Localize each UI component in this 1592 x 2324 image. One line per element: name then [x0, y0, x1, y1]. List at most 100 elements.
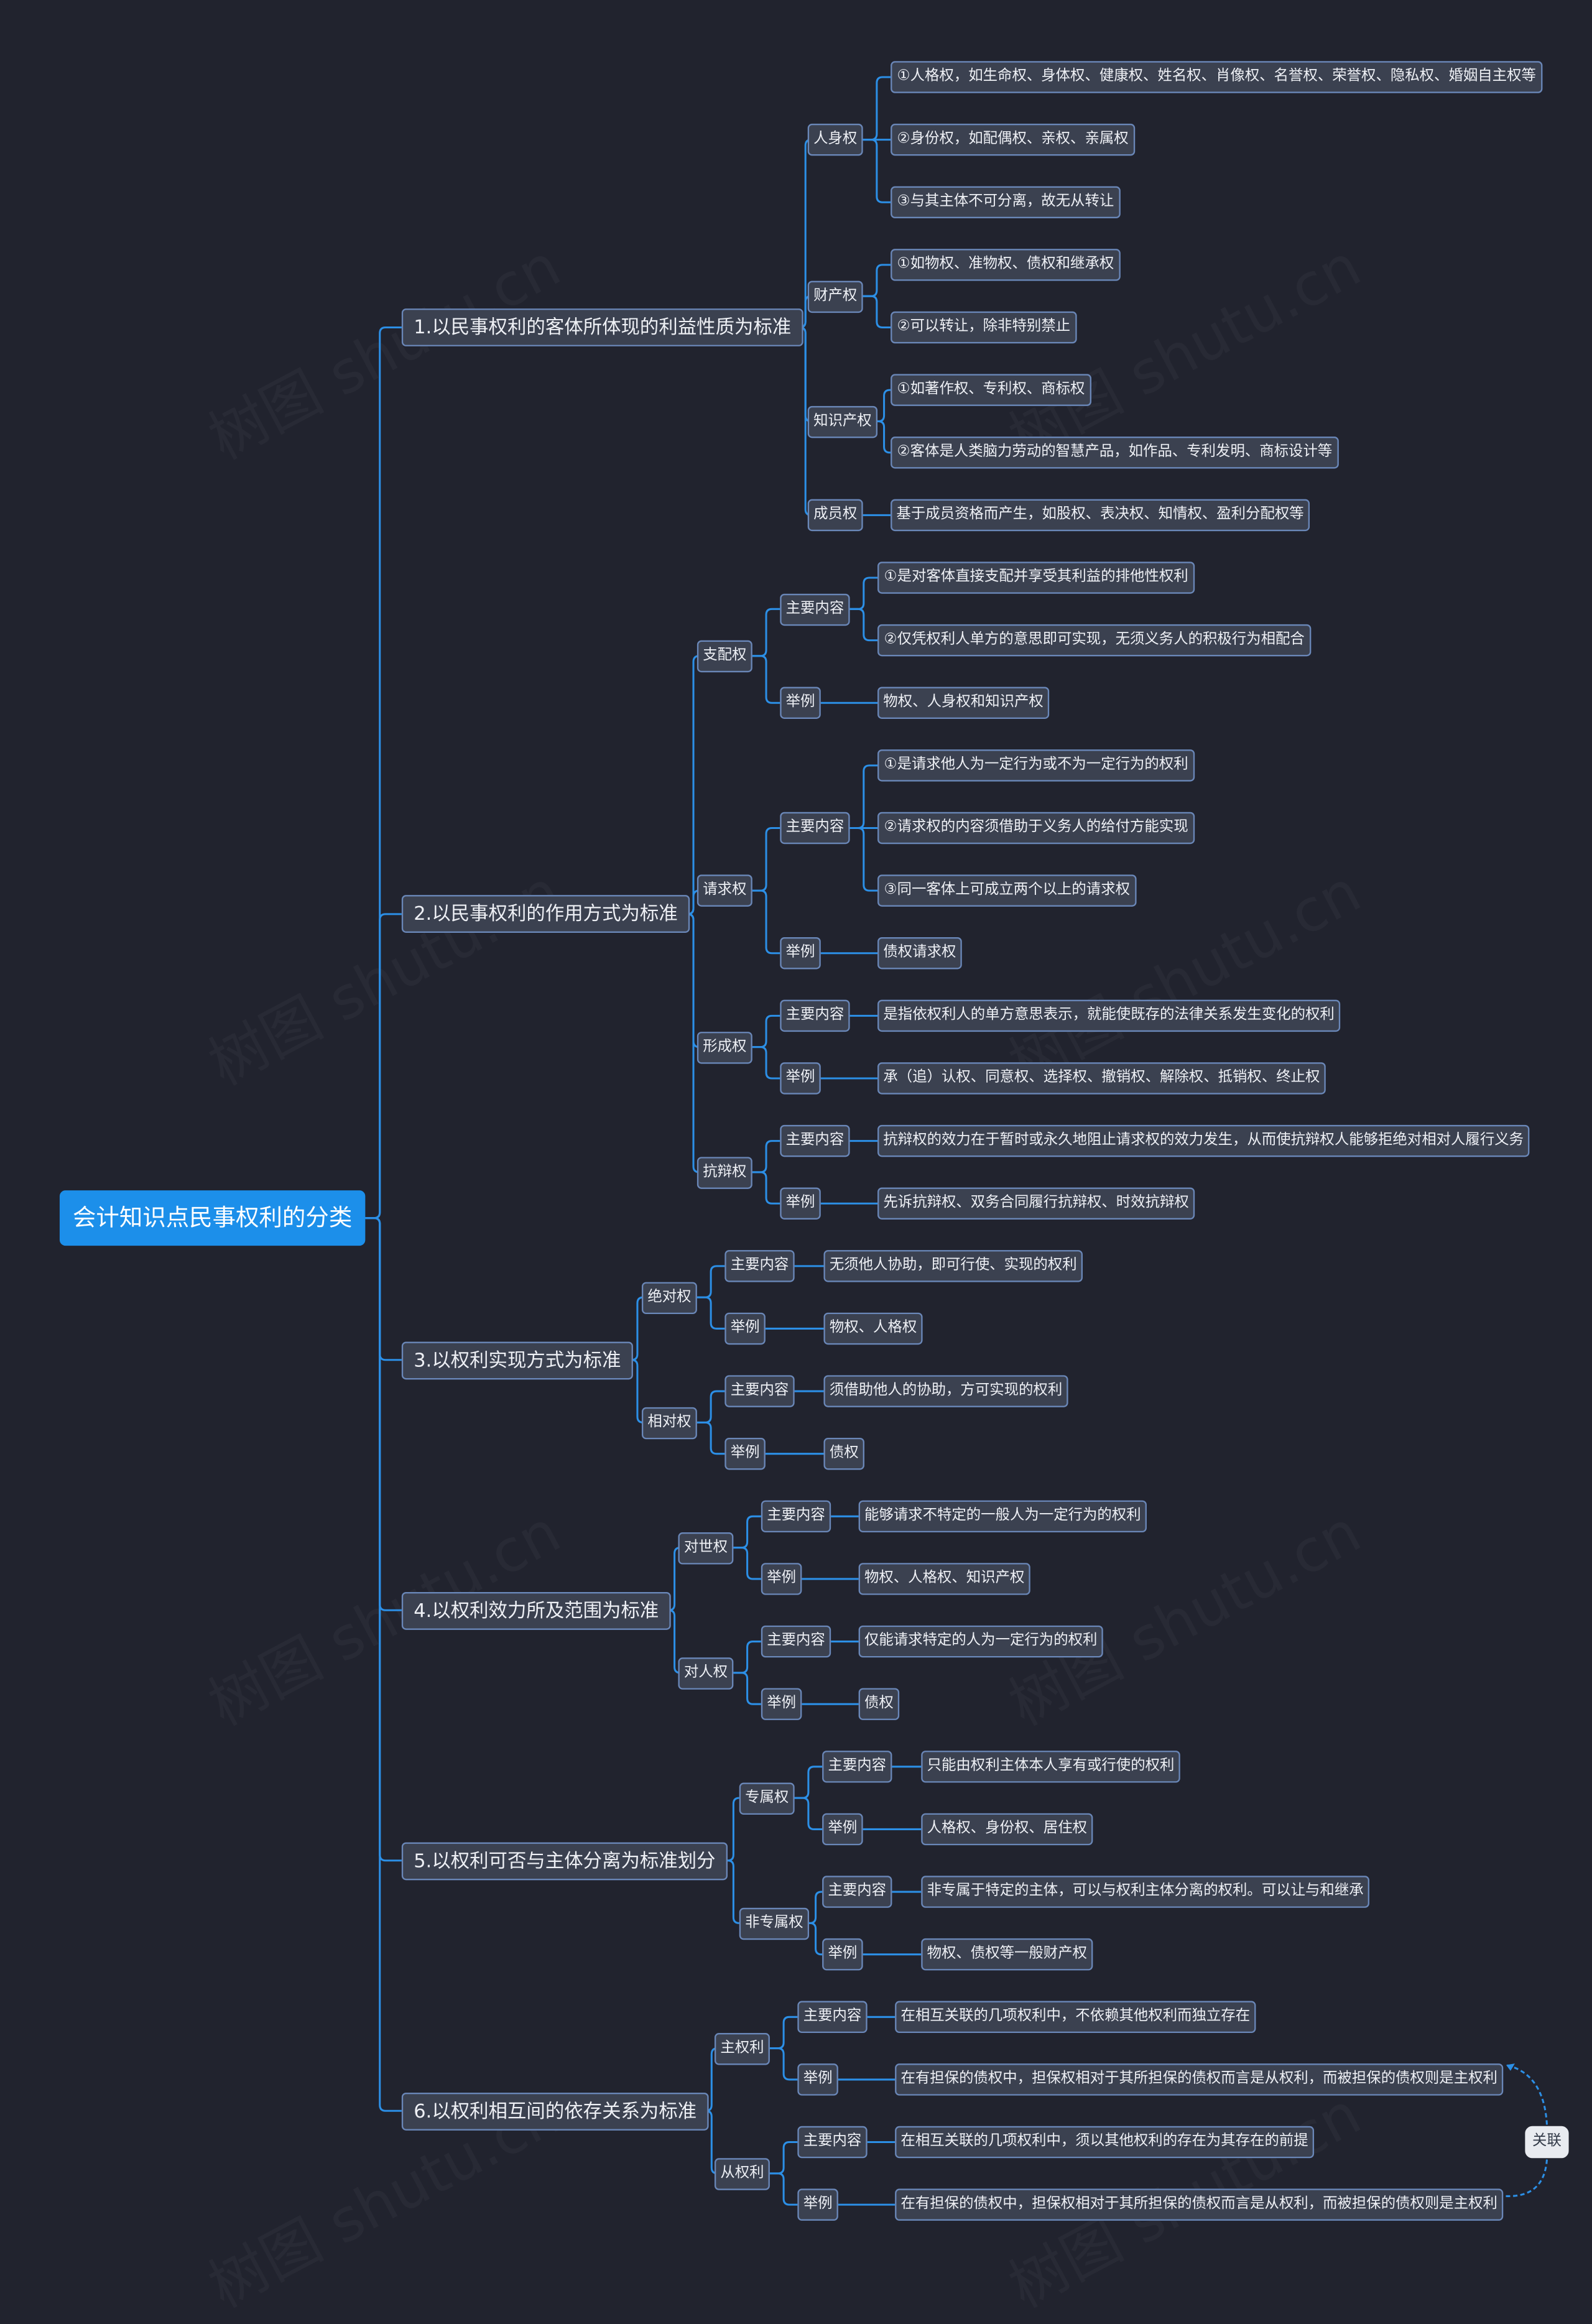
connector-line [669, 1609, 681, 1674]
topic-node[interactable]: 举例 [822, 1813, 863, 1846]
topic-node[interactable]: 支配权 [696, 640, 752, 673]
topic-node[interactable]: 主要内容 [780, 1124, 850, 1157]
topic-node[interactable]: 物权、人身权和知识产权 [877, 687, 1050, 719]
topic-node[interactable]: 绝对权 [641, 1282, 697, 1315]
branch-node[interactable]: 2.以民事权利的作用方式为标准 [401, 895, 690, 933]
topic-node[interactable]: 主要内容 [724, 1375, 795, 1407]
topic-node[interactable]: ①如著作权、专利权、商标权 [891, 374, 1092, 406]
connector-line [877, 420, 891, 454]
topic-node[interactable]: 在有担保的债权中，担保权相对于其所担保的债权而言是从权利，而被担保的债权则是主权… [895, 2188, 1504, 2221]
topic-node[interactable]: 先诉抗辩权、双务合同履行抗辩权、时效抗辩权 [877, 1187, 1195, 1220]
topic-node[interactable]: 非专属权 [739, 1907, 810, 1940]
topic-node[interactable]: ②仅凭权利人单方的意思即可实现，无须义务人的积极行为相配合 [877, 624, 1312, 657]
topic-node[interactable]: 主要内容 [780, 999, 850, 1032]
topic-node[interactable]: ①是对客体直接支配并享受其利益的排他性权利 [877, 562, 1195, 594]
topic-node[interactable]: 物权、人格权、知识产权 [858, 1563, 1030, 1595]
topic-node[interactable]: 举例 [761, 1563, 802, 1595]
topic-node[interactable]: 举例 [724, 1312, 766, 1345]
connector-line [769, 2047, 798, 2081]
topic-node[interactable]: 须借助他人的协助，方可实现的权利 [823, 1375, 1068, 1407]
topic-node[interactable]: 成员权 [807, 499, 863, 532]
topic-node[interactable]: ②可以转让，除非特别禁止 [891, 311, 1077, 344]
topic-node[interactable]: 债权 [823, 1437, 864, 1470]
connector-line [849, 764, 878, 830]
topic-node[interactable]: 人身权 [807, 123, 863, 156]
connector-line [733, 1547, 761, 1580]
topic-node[interactable]: 主要内容 [822, 1751, 892, 1783]
topic-node[interactable]: ②客体是人类脑力劳动的智慧产品，如作品、专利发明、商标设计等 [891, 437, 1339, 469]
topic-node[interactable]: 主要内容 [797, 2126, 868, 2159]
topic-node[interactable]: 举例 [780, 687, 821, 719]
topic-node[interactable]: 承（追）认权、同意权、选择权、撤销权、解除权、抵销权、终止权 [877, 1062, 1326, 1095]
connector-line [752, 1140, 780, 1174]
topic-node[interactable]: 主要内容 [761, 1500, 831, 1533]
topic-node[interactable]: 抗辩权的效力在于暂时或永久地阻止请求权的效力发生，从而使抗辩权人能够拒绝对相对人… [877, 1124, 1530, 1157]
topic-node[interactable]: 举例 [724, 1437, 766, 1470]
root-node[interactable]: 会计知识点民事权利的分类 [59, 1190, 366, 1246]
topic-node[interactable]: 请求权 [696, 874, 752, 907]
topic-node[interactable]: 能够请求不特定的一般人为一定行为的权利 [858, 1500, 1147, 1533]
topic-node[interactable]: 债权请求权 [877, 937, 962, 970]
connector-line [849, 608, 878, 642]
topic-node[interactable]: ②身份权，如配偶权、亲权、亲属权 [891, 123, 1136, 156]
topic-node[interactable]: 举例 [780, 1187, 821, 1220]
topic-node[interactable]: ③同一客体上可成立两个以上的请求权 [877, 874, 1137, 907]
topic-node[interactable]: 物权、人格权 [823, 1312, 923, 1345]
relation-label[interactable]: 关联 [1525, 2126, 1569, 2159]
connector-line [733, 1672, 761, 1705]
topic-node[interactable]: ①人格权，如生命权、身体权、健康权、姓名权、肖像权、名誉权、荣誉权、隐私权、婚姻… [891, 61, 1543, 93]
topic-node[interactable]: ①如物权、准物权、债权和继承权 [891, 249, 1121, 281]
topic-node[interactable]: 主要内容 [780, 593, 850, 626]
branch-node[interactable]: 4.以权利效力所及范围为标准 [401, 1592, 671, 1630]
topic-node[interactable]: 债权 [858, 1688, 900, 1720]
topic-node[interactable]: 举例 [780, 937, 821, 970]
connector-line [687, 655, 700, 915]
topic-node[interactable]: 主要内容 [822, 1876, 892, 1908]
connector-line [752, 655, 780, 704]
branch-node[interactable]: 1.以民事权利的客体所体现的利益性质为标准 [401, 308, 803, 346]
connector-line [365, 326, 402, 1220]
topic-node[interactable]: 在相互关联的几项权利中，须以其他权利的存在为其存在的前提 [895, 2126, 1315, 2159]
relation-arrow-head [1506, 2063, 1515, 2071]
topic-node[interactable]: 相对权 [641, 1407, 697, 1440]
topic-node[interactable]: 主权利 [714, 2033, 770, 2065]
topic-node[interactable]: 只能由权利主体本人享有或行使的权利 [921, 1751, 1180, 1783]
branch-node[interactable]: 3.以权利实现方式为标准 [401, 1341, 633, 1380]
topic-node[interactable]: 人格权、身份权、居住权 [921, 1813, 1093, 1846]
topic-node[interactable]: 对世权 [678, 1532, 734, 1565]
topic-node[interactable]: 是指依权利人的单方意思表示，就能使既存的法律关系发生变化的权利 [877, 999, 1341, 1032]
topic-node[interactable]: 举例 [761, 1688, 802, 1720]
topic-node[interactable]: 举例 [797, 2188, 838, 2221]
topic-node[interactable]: 举例 [797, 2063, 838, 2096]
topic-node[interactable]: 形成权 [696, 1032, 752, 1064]
topic-node[interactable]: 主要内容 [724, 1250, 795, 1282]
topic-node[interactable]: ②请求权的内容须借助于义务人的给付方能实现 [877, 812, 1195, 845]
topic-node[interactable]: 非专属于特定的主体，可以与权利主体分离的权利。可以让与和继承 [921, 1876, 1369, 1908]
topic-node[interactable]: 举例 [780, 1062, 821, 1095]
topic-node[interactable]: 仅能请求特定的人为一定行为的权利 [858, 1625, 1103, 1658]
connector-line [727, 1797, 739, 1862]
topic-node[interactable]: 举例 [822, 1938, 863, 1971]
topic-node[interactable]: ③与其主体不可分离，故无从转让 [891, 186, 1121, 219]
topic-node[interactable]: 主要内容 [761, 1625, 831, 1658]
connector-line [365, 1217, 402, 1361]
topic-node[interactable]: 抗辩权 [696, 1157, 752, 1189]
topic-node[interactable]: 在有担保的债权中，担保权相对于其所担保的债权而言是从权利，而被担保的债权则是主权… [895, 2063, 1504, 2096]
branch-node[interactable]: 5.以权利可否与主体分离为标准划分 [401, 1842, 728, 1881]
topic-node[interactable]: 对人权 [678, 1657, 734, 1690]
topic-node[interactable]: 主要内容 [797, 2001, 868, 2034]
topic-node[interactable]: 物权、债权等一般财产权 [921, 1938, 1093, 1971]
connector-line [769, 2141, 798, 2175]
topic-node[interactable]: 知识产权 [807, 405, 878, 438]
topic-node[interactable]: 专属权 [739, 1782, 795, 1815]
topic-node[interactable]: 无须他人协助，即可行使、实现的权利 [823, 1250, 1083, 1282]
connector-line [877, 389, 891, 422]
topic-node[interactable]: ①是请求他人为一定行为或不为一定行为的权利 [877, 749, 1195, 782]
topic-node[interactable]: 在相互关联的几项权利中，不依赖其他权利而独立存在 [895, 2001, 1256, 2034]
topic-node[interactable]: 从权利 [714, 2158, 770, 2190]
topic-node[interactable]: 财产权 [807, 280, 863, 313]
branch-node[interactable]: 6.以权利相互间的依存关系为标准 [401, 2092, 709, 2131]
topic-node[interactable]: 基于成员资格而产生，如股权、表决权、知情权、盈利分配权等 [891, 499, 1310, 532]
topic-node[interactable]: 主要内容 [780, 812, 850, 845]
